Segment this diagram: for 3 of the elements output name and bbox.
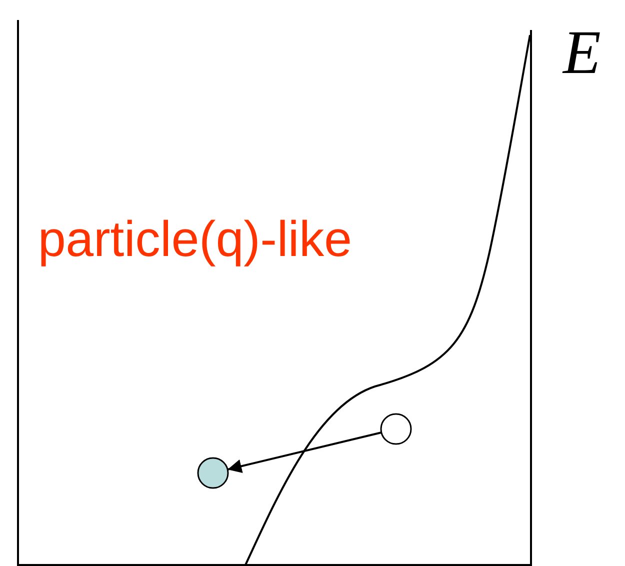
arrow <box>227 432 382 474</box>
axis-label: E <box>563 22 601 84</box>
region-label: particle(q)-like <box>38 214 352 264</box>
